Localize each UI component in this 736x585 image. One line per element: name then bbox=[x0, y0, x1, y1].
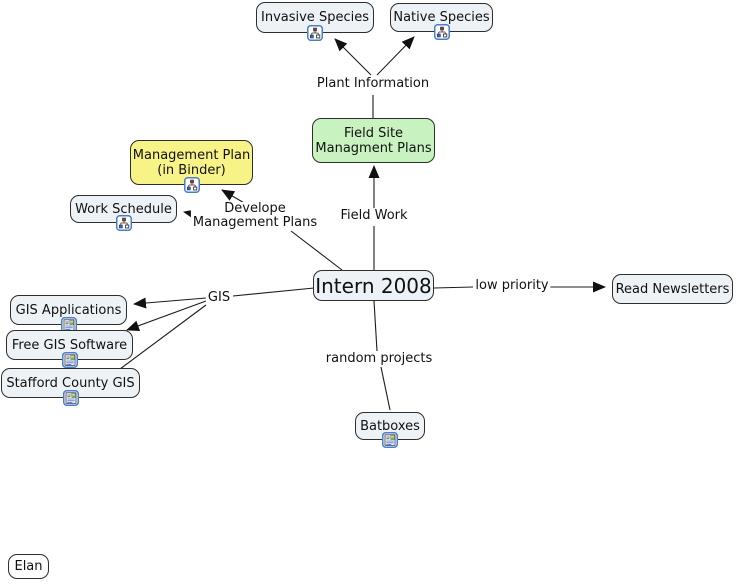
edge-label-low-priority[interactable]: low priority bbox=[473, 278, 551, 293]
node-elan[interactable]: Elan bbox=[8, 554, 49, 579]
edge-intern-to-develope-label bbox=[290, 230, 343, 271]
edge-plant-info-to-native-species bbox=[376, 36, 415, 76]
edge-gis-to-stafford-county-gis bbox=[119, 304, 207, 370]
edge-develope-to-management-plan bbox=[221, 189, 247, 205]
edge-label-develope-management-plans[interactable]: Develope Management Plans bbox=[190, 201, 320, 230]
edge-intern-to-gis-label bbox=[232, 287, 315, 297]
node-label: Read Newsletters bbox=[615, 281, 730, 297]
node-intern-2008[interactable]: Intern 2008 bbox=[313, 270, 434, 301]
node-field-site-managment-plans[interactable]: Field Site Managment Plans bbox=[312, 118, 435, 163]
node-stafford-county-gis[interactable]: Stafford County GIS bbox=[1, 368, 140, 406]
edge-random-projects-to-batboxes bbox=[380, 366, 391, 411]
edge-label-random-projects[interactable]: random projects bbox=[323, 351, 435, 366]
node-label: Management Plan (in Binder) bbox=[132, 147, 251, 178]
node-free-gis-software[interactable]: Free GIS Software bbox=[6, 330, 133, 368]
edge-label-plant-information[interactable]: Plant Information bbox=[314, 76, 432, 91]
document-icon[interactable] bbox=[62, 390, 79, 406]
node-label: Stafford County GIS bbox=[6, 375, 135, 391]
node-label: Field Site Managment Plans bbox=[315, 125, 432, 156]
node-invasive-species[interactable]: Invasive Species bbox=[256, 2, 374, 41]
node-label: GIS Applications bbox=[15, 302, 122, 318]
document-icon[interactable] bbox=[61, 352, 78, 368]
node-label: Invasive Species bbox=[261, 10, 369, 25]
mindmap-icon[interactable] bbox=[307, 25, 323, 41]
edge-gis-to-free-gis-software bbox=[126, 300, 207, 332]
node-native-species[interactable]: Native Species bbox=[390, 3, 493, 40]
node-label: Elan bbox=[14, 559, 43, 574]
node-label: Batboxes bbox=[360, 418, 420, 434]
node-gis-applications[interactable]: GIS Applications bbox=[10, 295, 127, 333]
mindmap-icon[interactable] bbox=[433, 24, 450, 40]
node-batboxes[interactable]: Batboxes bbox=[355, 412, 425, 448]
edge-label-field-work[interactable]: Field Work bbox=[338, 208, 410, 223]
mindmap-icon[interactable] bbox=[183, 177, 200, 193]
node-label: Intern 2008 bbox=[315, 273, 432, 298]
node-label: Work Schedule bbox=[75, 201, 172, 217]
node-work-schedule[interactable]: Work Schedule bbox=[70, 195, 177, 231]
document-icon[interactable] bbox=[382, 432, 398, 448]
edge-plant-info-to-invasive-species bbox=[334, 38, 372, 76]
node-label: Free GIS Software bbox=[11, 337, 128, 353]
edge-intern-to-low-priority-label bbox=[433, 286, 474, 289]
node-management-plan-in-binder[interactable]: Management Plan (in Binder) bbox=[130, 140, 253, 193]
node-read-newsletters[interactable]: Read Newsletters bbox=[612, 274, 733, 304]
edge-gis-to-gis-applications bbox=[133, 297, 207, 309]
mindmap-icon[interactable] bbox=[115, 215, 132, 231]
node-label: Native Species bbox=[393, 10, 490, 25]
edge-intern-to-random-projects-label bbox=[373, 300, 378, 352]
edge-label-gis[interactable]: GIS bbox=[205, 290, 233, 305]
